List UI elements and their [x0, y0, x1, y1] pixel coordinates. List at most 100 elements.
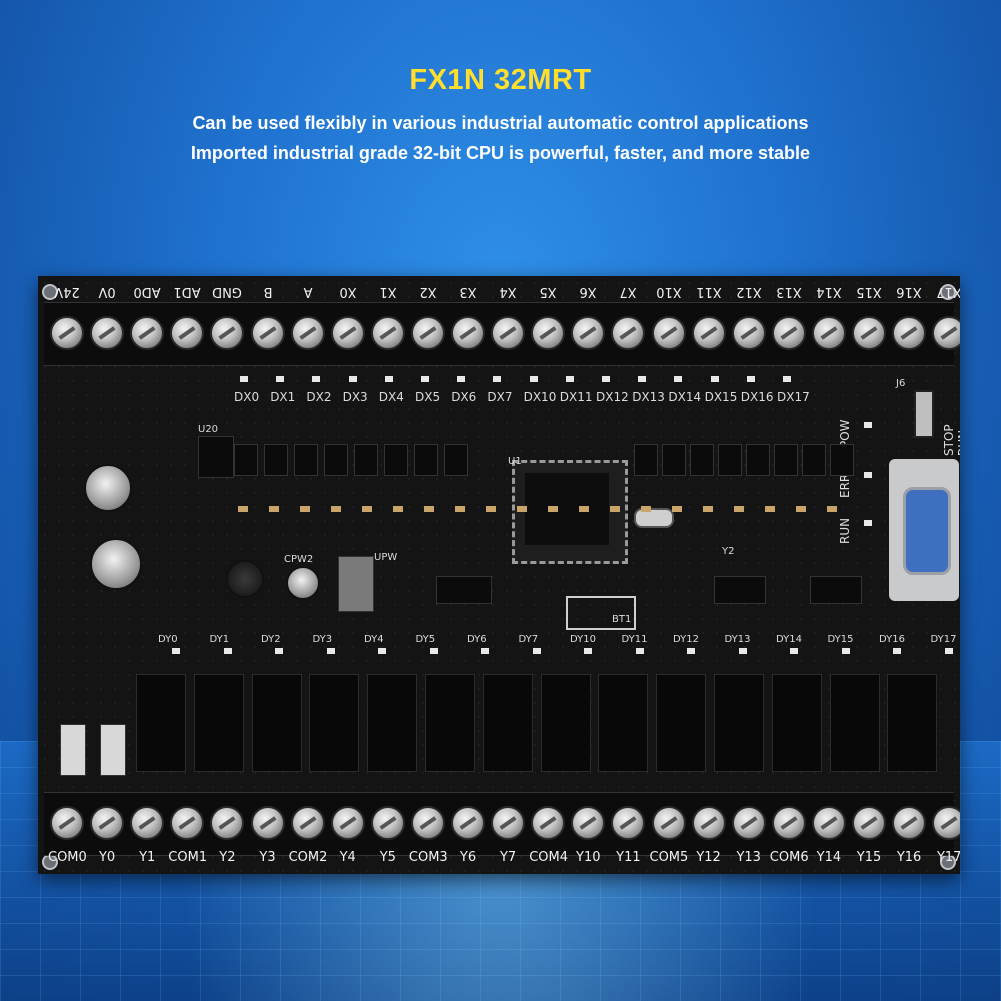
terminal-screw[interactable]	[531, 806, 566, 840]
terminal-screw[interactable]	[330, 806, 365, 840]
terminal-screw[interactable]	[210, 316, 245, 350]
optocoupler	[830, 444, 854, 476]
terminal-screw[interactable]	[250, 806, 285, 840]
terminal-screw[interactable]	[491, 316, 526, 350]
input-led-label: DX1	[270, 390, 296, 404]
output-terminal-label: Y11	[616, 850, 641, 865]
terminal-screw[interactable]	[491, 806, 526, 840]
terminal-screw[interactable]	[90, 316, 125, 350]
output-led-label: DY10	[570, 634, 596, 645]
terminal-screw[interactable]	[290, 316, 325, 350]
input-led	[348, 376, 357, 382]
terminal-screw[interactable]	[892, 316, 927, 350]
terminal-screw[interactable]	[852, 806, 886, 840]
input-terminal-label: GND	[212, 284, 243, 299]
smd-resistor	[455, 506, 465, 512]
output-terminal-label: COM5	[649, 850, 689, 865]
terminal-screw[interactable]	[691, 316, 726, 350]
terminal-screw[interactable]	[130, 316, 165, 350]
input-led-label: DX12	[596, 390, 629, 404]
input-terminal-label: A	[303, 284, 313, 299]
terminal-screw[interactable]	[651, 806, 686, 840]
optocoupler	[802, 444, 826, 476]
output-led	[378, 648, 386, 654]
optocoupler	[414, 444, 438, 476]
err-label: ERR	[838, 473, 852, 498]
smd-resistor	[393, 506, 403, 512]
output-led-label: DY17	[930, 634, 957, 645]
output-terminal-label: Y17	[936, 850, 960, 865]
input-led-label: DX17	[777, 390, 810, 404]
terminal-screw[interactable]	[410, 806, 445, 840]
terminal-screw[interactable]	[90, 806, 125, 840]
terminal-screw[interactable]	[250, 316, 285, 350]
terminal-screw[interactable]	[370, 806, 405, 840]
terminal-screw[interactable]	[170, 316, 205, 350]
terminal-screw[interactable]	[451, 806, 485, 840]
terminal-screw[interactable]	[892, 806, 927, 840]
run-label: RUN	[838, 517, 852, 544]
output-terminal-label: Y4	[339, 850, 356, 865]
terminal-screw[interactable]	[811, 806, 846, 840]
driver-ic	[810, 576, 862, 604]
output-led-label: DY2	[261, 634, 281, 645]
driver-ic	[714, 576, 766, 604]
terminal-screw[interactable]	[731, 806, 766, 840]
input-terminal-label: X0	[339, 284, 357, 299]
relay	[367, 674, 418, 772]
serial-port[interactable]	[889, 459, 959, 601]
input-terminal-label: X17	[936, 284, 960, 299]
terminal-screw[interactable]	[210, 806, 245, 840]
terminal-screw[interactable]	[651, 316, 686, 350]
serial-port-socket	[903, 487, 951, 575]
terminal-screw[interactable]	[451, 316, 485, 350]
terminal-screw[interactable]	[330, 316, 365, 350]
terminal-screw[interactable]	[611, 316, 646, 350]
terminal-screw[interactable]	[571, 316, 606, 350]
terminal-screw[interactable]	[370, 316, 405, 350]
stop-run-label: STOP RUN	[942, 424, 960, 456]
output-terminal-label: Y6	[459, 850, 477, 865]
terminal-screw[interactable]	[771, 806, 806, 840]
battery-holder	[566, 596, 636, 630]
terminal-screw[interactable]	[170, 806, 205, 840]
input-led	[529, 376, 538, 382]
relay	[309, 674, 360, 772]
terminal-screw[interactable]	[932, 316, 960, 350]
y2-label: Y2	[722, 546, 735, 557]
output-led-label: DY7	[518, 634, 539, 645]
input-led	[602, 376, 610, 382]
input-led	[783, 376, 791, 382]
input-led-label: DX2	[306, 390, 332, 404]
relay	[771, 674, 822, 772]
input-led	[674, 376, 683, 382]
terminal-screw[interactable]	[932, 806, 960, 840]
terminal-screw[interactable]	[410, 316, 445, 350]
terminal-screw[interactable]	[691, 806, 726, 840]
output-terminal-label: COM4	[529, 850, 568, 865]
terminal-screw[interactable]	[130, 806, 165, 840]
input-led	[493, 376, 502, 382]
terminal-screw[interactable]	[731, 316, 766, 350]
stop-run-switch[interactable]	[914, 390, 934, 438]
terminal-screw[interactable]	[811, 316, 846, 350]
relay	[482, 674, 533, 772]
input-terminal-label: X12	[735, 284, 762, 299]
output-led-label: DY11	[621, 634, 648, 645]
terminal-screw[interactable]	[50, 316, 84, 350]
terminal-screw[interactable]	[611, 806, 646, 840]
input-terminal-label: X2	[419, 284, 437, 299]
terminal-screw[interactable]	[571, 806, 606, 840]
input-terminal-label: X10	[655, 284, 682, 299]
relay	[193, 674, 244, 772]
input-terminal-label: B	[263, 284, 272, 299]
terminal-screw[interactable]	[531, 316, 566, 350]
small-capacitor	[286, 566, 320, 600]
terminal-screw[interactable]	[290, 806, 325, 840]
mounting-hole	[940, 284, 956, 300]
terminal-screw[interactable]	[50, 806, 84, 840]
input-terminal-label: X1	[379, 284, 397, 299]
bt-label: BT1	[612, 614, 632, 625]
terminal-screw[interactable]	[852, 316, 886, 350]
terminal-screw[interactable]	[771, 316, 806, 350]
